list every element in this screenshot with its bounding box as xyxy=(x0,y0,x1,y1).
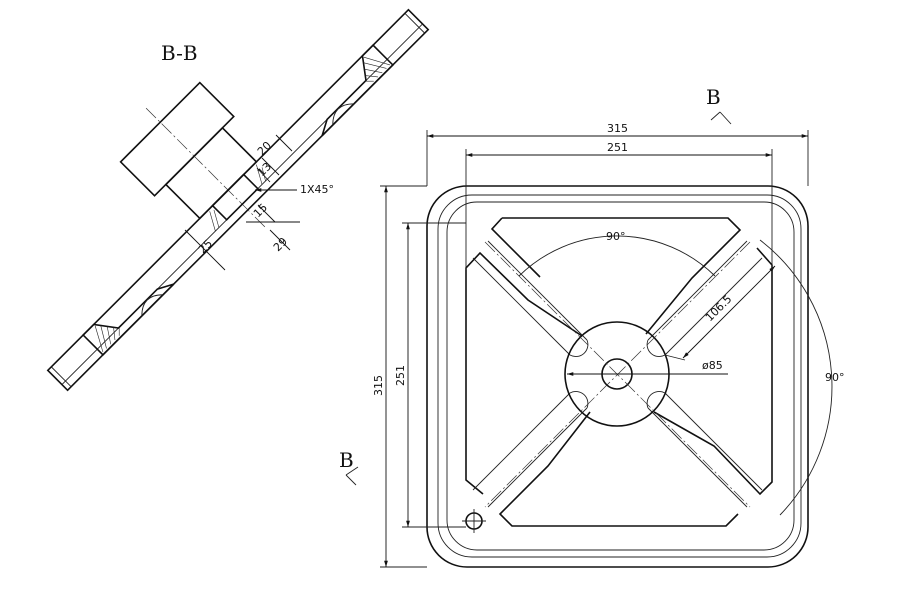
angle-arc-right xyxy=(759,239,833,516)
section-plate xyxy=(46,8,430,392)
rib-right xyxy=(321,44,394,137)
section-marker-top: B xyxy=(706,85,721,109)
dim-chamfer: 1X45° xyxy=(300,183,334,196)
dim-width-inner: 251 xyxy=(607,141,628,154)
dim-hub-diameter: ø85 xyxy=(702,359,723,372)
angle-arc-top xyxy=(518,235,716,277)
slot-ne xyxy=(646,240,763,357)
plate-outline xyxy=(46,8,430,392)
section-marker-left: B xyxy=(339,448,354,472)
slot-se xyxy=(646,391,763,508)
dim-29: 29 xyxy=(271,235,290,254)
section-view-b-b: B-B xyxy=(46,8,430,392)
dim-25: 25 xyxy=(196,237,215,256)
angle-right-label: 90° xyxy=(825,371,845,384)
dim-20: 20 xyxy=(255,139,274,158)
section-dimensions: 20 13 1X45° 15 29 25 xyxy=(184,134,334,271)
dim-width-outer: 315 xyxy=(607,122,628,135)
rib-left xyxy=(82,283,175,356)
plan-view: B B xyxy=(339,85,845,568)
center-slot xyxy=(211,173,259,221)
angle-top-label: 90° xyxy=(606,230,626,243)
pocket-outline xyxy=(465,217,773,527)
plate-rim-inner xyxy=(446,201,795,551)
slot-sw xyxy=(472,391,589,508)
plate-outer-edge xyxy=(426,185,809,568)
section-title: B-B xyxy=(161,41,198,65)
slot-nw xyxy=(472,240,589,357)
plate-rim xyxy=(437,194,802,558)
dim-height-outer: 315 xyxy=(372,375,385,396)
dim-13: 13 xyxy=(255,160,274,179)
dim-height-inner: 251 xyxy=(394,365,407,386)
dim-slot-length: 106.5 xyxy=(703,293,734,324)
